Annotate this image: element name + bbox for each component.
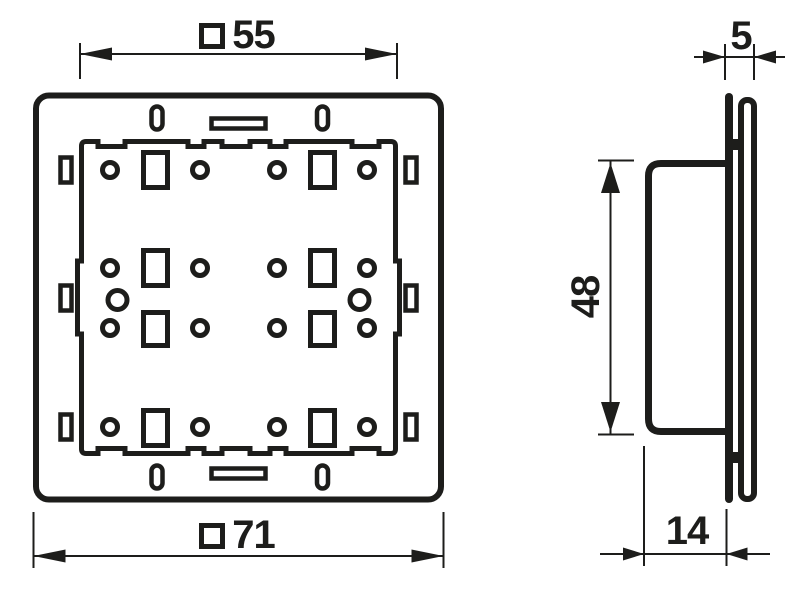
- arrowhead-down-icon: [601, 402, 620, 432]
- frame-slot: [403, 412, 419, 442]
- frame-slot: [58, 283, 74, 313]
- round-hole: [267, 417, 287, 437]
- round-hole: [357, 318, 377, 338]
- round-hole-large: [105, 288, 130, 312]
- arrowhead-left-icon: [80, 47, 112, 61]
- round-holes: [100, 160, 377, 437]
- round-hole: [190, 258, 210, 278]
- arrowhead-right-icon: [411, 549, 444, 563]
- front-outer-frame: [33, 92, 444, 503]
- contact-window: [141, 150, 170, 190]
- round-hole: [100, 318, 120, 338]
- oval-slot: [314, 104, 331, 132]
- side-mounting-plate: [725, 93, 733, 503]
- oval-slots: [149, 104, 331, 491]
- dimension-label-outer-width: 71: [137, 512, 337, 557]
- center-slot-top: [209, 116, 268, 131]
- round-hole: [100, 160, 120, 180]
- round-hole: [357, 160, 377, 180]
- dimension-value: 55: [232, 12, 275, 57]
- arrowhead-right-icon: [703, 50, 725, 64]
- square-symbol-icon: [199, 523, 226, 549]
- clip-bottom: [731, 452, 741, 463]
- dimension-value: 48: [563, 275, 608, 319]
- side-module-housing: [645, 160, 729, 435]
- contact-window: [308, 150, 337, 190]
- oval-slot: [314, 463, 331, 491]
- dimension-value: 14: [665, 508, 709, 553]
- arrowhead-left-icon: [33, 549, 66, 563]
- dimension-label-height: 48: [561, 257, 611, 337]
- round-hole: [190, 417, 210, 437]
- dimension-label-thickness: 5: [701, 13, 781, 58]
- contact-window: [308, 310, 337, 348]
- square-symbol-icon: [199, 23, 226, 49]
- round-hole-large: [347, 288, 372, 312]
- round-hole: [100, 417, 120, 437]
- round-hole: [357, 258, 377, 278]
- dimension-outer-width-lines: [32, 512, 445, 568]
- clip-top: [731, 139, 741, 150]
- arrowhead-right-icon: [623, 547, 644, 561]
- arrowhead-left-icon: [754, 50, 776, 64]
- contact-window: [308, 248, 337, 288]
- side-view: [598, 44, 785, 566]
- contact-window: [141, 408, 170, 448]
- frame-slot: [403, 283, 419, 313]
- round-hole: [267, 160, 287, 180]
- arrowhead-left-icon: [726, 547, 748, 561]
- frame-edge-slots: [58, 155, 419, 442]
- frame-slot: [58, 155, 74, 185]
- round-hole: [190, 160, 210, 180]
- arrowhead-right-icon: [365, 47, 397, 61]
- round-hole: [267, 258, 287, 278]
- frame-slot: [403, 155, 419, 185]
- contact-window: [308, 408, 337, 448]
- dimension-label-inner-width: 55: [137, 12, 337, 57]
- contact-windows: [141, 150, 337, 448]
- side-cover-frame: [738, 97, 757, 502]
- frame-slot: [58, 412, 74, 442]
- front-view: [32, 43, 445, 568]
- dimension-label-depth: 14: [647, 508, 727, 553]
- dimension-value: 5: [730, 13, 752, 58]
- arrowhead-up-icon: [601, 163, 620, 193]
- round-hole: [357, 417, 377, 437]
- round-hole: [100, 258, 120, 278]
- dimension-value: 71: [232, 512, 275, 557]
- contact-window: [141, 248, 170, 288]
- dimension-inner-width-lines: [79, 43, 398, 79]
- round-hole: [190, 318, 210, 338]
- round-hole: [267, 318, 287, 338]
- oval-slot: [149, 463, 165, 491]
- center-slot-bottom: [209, 466, 268, 481]
- mounting-plate-outline: [75, 139, 402, 456]
- dimension-height-lines: [598, 159, 634, 436]
- contact-window: [141, 310, 170, 348]
- oval-slot: [149, 104, 165, 132]
